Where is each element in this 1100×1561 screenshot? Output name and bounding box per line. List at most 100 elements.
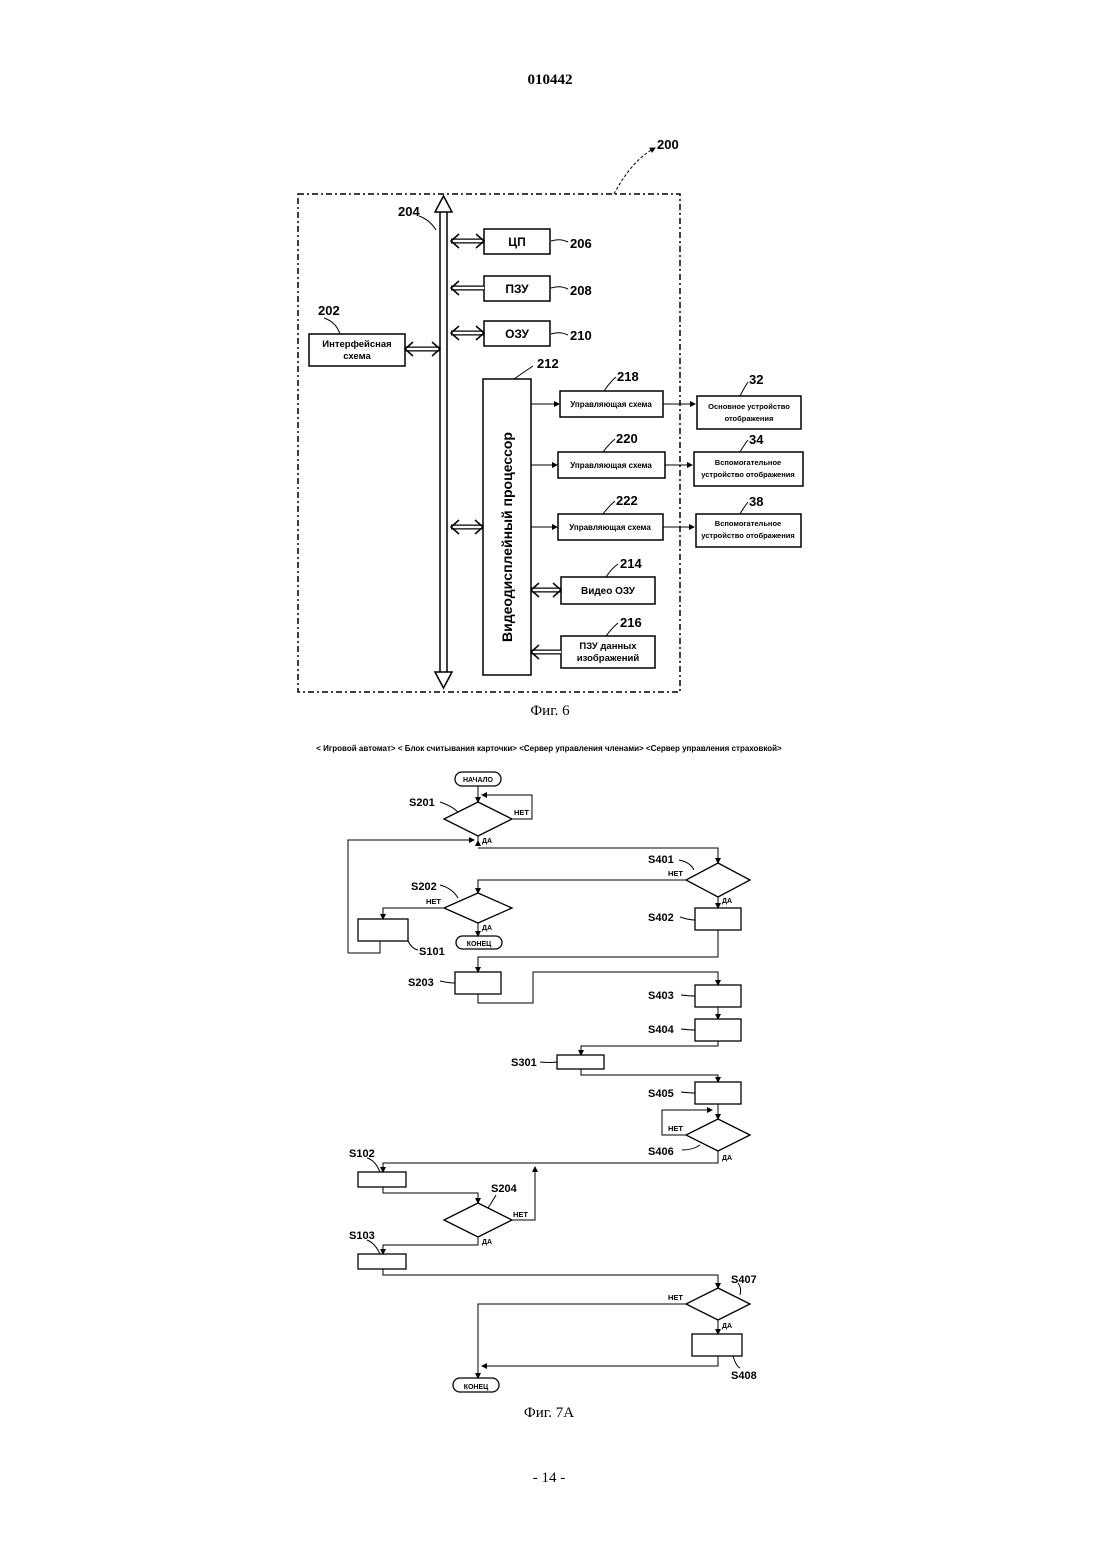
decision-s201: [444, 802, 512, 836]
decision-s401: [686, 863, 750, 897]
yes-s204: ДА: [482, 1239, 492, 1246]
doc-number: 010442: [528, 72, 573, 88]
step-s402: S402: [648, 912, 674, 924]
leader-206: [551, 240, 568, 242]
aux-display-38-label-2: устройство отображения: [701, 531, 794, 540]
fig7a-caption: Фиг. 7A: [524, 1405, 574, 1421]
decision-s406: [686, 1119, 750, 1151]
leader-32: [740, 382, 748, 396]
page-number: - 14 -: [533, 1470, 566, 1486]
yes-s201: ДА: [482, 838, 492, 845]
yes-s407: ДА: [722, 1323, 732, 1330]
leader-220: [603, 439, 615, 452]
step-s404: S404: [648, 1024, 675, 1036]
no-s401: НЕТ: [668, 869, 683, 878]
interface-label-2: схема: [343, 351, 371, 362]
ref-222: 222: [616, 493, 638, 508]
leader-200: [614, 148, 655, 194]
yes-s406: ДА: [722, 1155, 732, 1162]
main-display-label-2: отображения: [725, 414, 774, 423]
ctrl-222-label: Управляющая схема: [569, 523, 651, 532]
leader-218: [604, 377, 616, 391]
image-rom-label-1: ПЗУ данных: [579, 641, 637, 652]
leader-216: [606, 623, 618, 636]
step-s103: S103: [349, 1230, 375, 1242]
step-s406: S406: [648, 1146, 674, 1158]
process-s405: [695, 1082, 741, 1104]
ref-38: 38: [749, 494, 763, 509]
ref-212: 212: [537, 356, 559, 371]
process-s301: [557, 1055, 604, 1069]
leader-38: [740, 502, 748, 514]
step-s202: S202: [411, 881, 437, 893]
interface-label-1: Интерфейсная: [322, 339, 391, 350]
aux-display-38-label-1: Вспомогательное: [715, 519, 781, 528]
ref-220: 220: [616, 431, 638, 446]
ref-34: 34: [749, 432, 764, 447]
step-s204: S204: [491, 1183, 518, 1195]
ref-204: 204: [398, 204, 420, 219]
ref-32: 32: [749, 372, 763, 387]
ctrl-218-label: Управляющая схема: [570, 400, 652, 409]
process-s101: [358, 919, 408, 941]
step-s203: S203: [408, 977, 434, 989]
video-ram-label: Видео ОЗУ: [581, 586, 636, 597]
rom-label: ПЗУ: [505, 282, 529, 296]
step-s407: S407: [731, 1274, 757, 1286]
step-s102: S102: [349, 1148, 375, 1160]
ref-208: 208: [570, 283, 592, 298]
figure-7a: [348, 772, 750, 1392]
vdp-label: Видеодисплейный процессор: [499, 432, 515, 642]
ref-200: 200: [657, 137, 679, 152]
aux-display-34-label-2: устройство отображения: [701, 470, 794, 479]
leader-212: [514, 366, 533, 379]
leader-204: [419, 216, 436, 230]
yes-s202: ДА: [482, 925, 492, 932]
end-label-1: КОНЕЦ: [467, 941, 492, 948]
decision-s204: [444, 1203, 512, 1237]
process-s102: [358, 1172, 406, 1187]
start-label: НАЧАЛО: [463, 777, 494, 784]
aux-display-34-label-1: Вспомогательное: [715, 458, 781, 467]
step-s403: S403: [648, 990, 674, 1002]
process-s402: [695, 908, 741, 930]
ref-206: 206: [570, 236, 592, 251]
ref-218: 218: [617, 369, 639, 384]
step-s301: S301: [511, 1057, 537, 1069]
image-rom-label-2: изображений: [577, 653, 640, 664]
no-s202: НЕТ: [426, 897, 441, 906]
main-display-label-1: Основное устройство: [708, 402, 790, 411]
decision-s202: [444, 893, 512, 923]
cpu-label: ЦП: [508, 235, 525, 249]
process-s408: [692, 1334, 742, 1356]
ref-214: 214: [620, 556, 642, 571]
leader-214: [606, 564, 618, 577]
no-s406: НЕТ: [668, 1124, 683, 1133]
process-s203: [455, 972, 501, 994]
end-label-2: КОНЕЦ: [464, 1384, 489, 1391]
no-s204: НЕТ: [513, 1210, 528, 1219]
leader-222: [603, 501, 615, 514]
main-display-box: [697, 396, 801, 429]
ref-202: 202: [318, 303, 340, 318]
ram-label: ОЗУ: [505, 327, 529, 341]
lane-headers: < Игровой автомат> < Блок считывания кар…: [316, 744, 782, 753]
no-s201: НЕТ: [514, 808, 529, 817]
bus-arrow-bottom: [435, 672, 452, 688]
step-s201: S201: [409, 797, 435, 809]
leader-210: [551, 333, 568, 335]
step-s405: S405: [648, 1088, 674, 1100]
ref-216: 216: [620, 615, 642, 630]
bus-arrow-top: [435, 196, 452, 212]
step-s401: S401: [648, 854, 674, 866]
no-s407: НЕТ: [668, 1293, 683, 1302]
step-s101: S101: [419, 946, 445, 958]
leader-202: [324, 318, 340, 334]
step-s408: S408: [731, 1370, 757, 1382]
process-s403: [695, 985, 741, 1007]
fig6-caption: Фиг. 6: [530, 703, 570, 719]
process-s103: [358, 1254, 406, 1269]
leader-34: [740, 440, 748, 452]
